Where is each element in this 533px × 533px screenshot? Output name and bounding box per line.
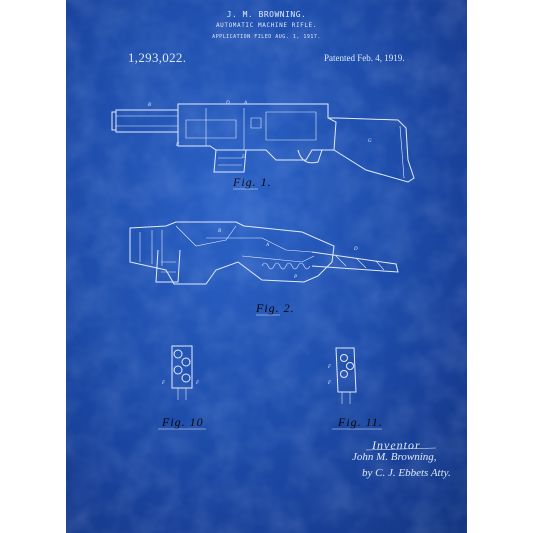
blueprint-sheet: J. M. BROWNING. AUTOMATIC MACHINE RIFLE.…	[66, 0, 467, 533]
distressed-texture	[66, 0, 467, 533]
